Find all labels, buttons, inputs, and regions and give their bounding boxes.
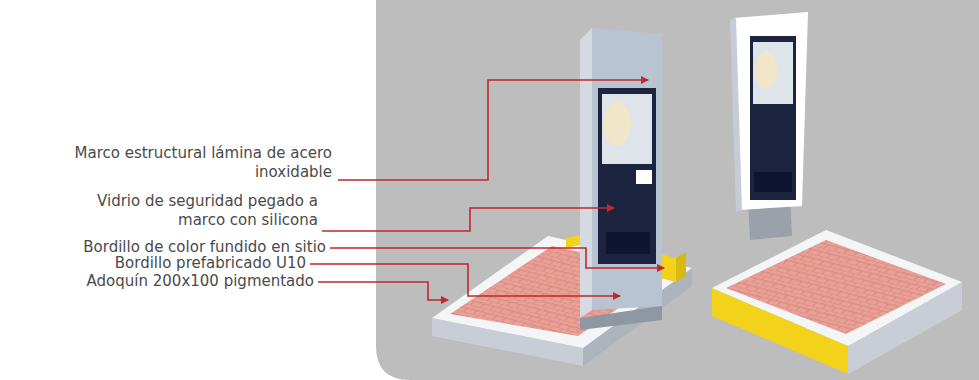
leader-line	[318, 282, 448, 300]
leader-lines	[310, 80, 664, 300]
right-base	[712, 230, 962, 374]
leader-line	[338, 80, 648, 180]
backdrop	[376, 0, 979, 380]
part-label: Adoquín 200x100 pigmentado	[4, 272, 314, 291]
leader-line	[310, 264, 620, 296]
left-sign	[580, 28, 662, 330]
part-label: Vidrio de seguridad pegado a marco con s…	[56, 192, 318, 230]
right-sign	[730, 12, 808, 240]
part-label: Bordillo prefabricado U10	[6, 254, 306, 273]
leader-line	[330, 248, 664, 268]
part-label: Marco estructural lámina de acero inoxid…	[2, 144, 332, 182]
leader-line	[322, 208, 614, 231]
